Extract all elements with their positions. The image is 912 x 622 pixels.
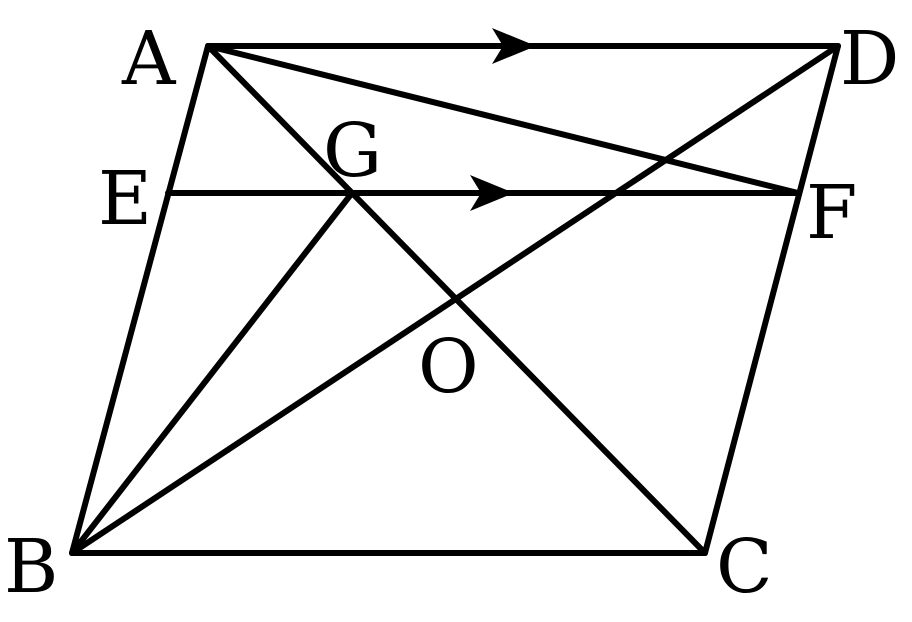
segments <box>69 43 841 556</box>
point-labels: A D G E F O B C <box>4 16 899 610</box>
parallel-marks <box>470 28 536 211</box>
segment-ab <box>69 43 211 556</box>
label-b: B <box>4 524 58 610</box>
arrow-ef <box>470 175 514 211</box>
arrow-ad <box>492 28 536 64</box>
label-e: E <box>98 156 152 242</box>
segment-bg <box>69 190 355 556</box>
segment-af <box>205 43 801 196</box>
label-a: A <box>121 16 177 102</box>
label-f: F <box>806 170 857 256</box>
label-d: D <box>840 16 899 102</box>
segment-bd <box>69 43 841 556</box>
label-o: O <box>418 324 479 410</box>
label-c: C <box>716 524 773 610</box>
segment-dc <box>702 43 841 556</box>
label-g: G <box>323 108 382 194</box>
